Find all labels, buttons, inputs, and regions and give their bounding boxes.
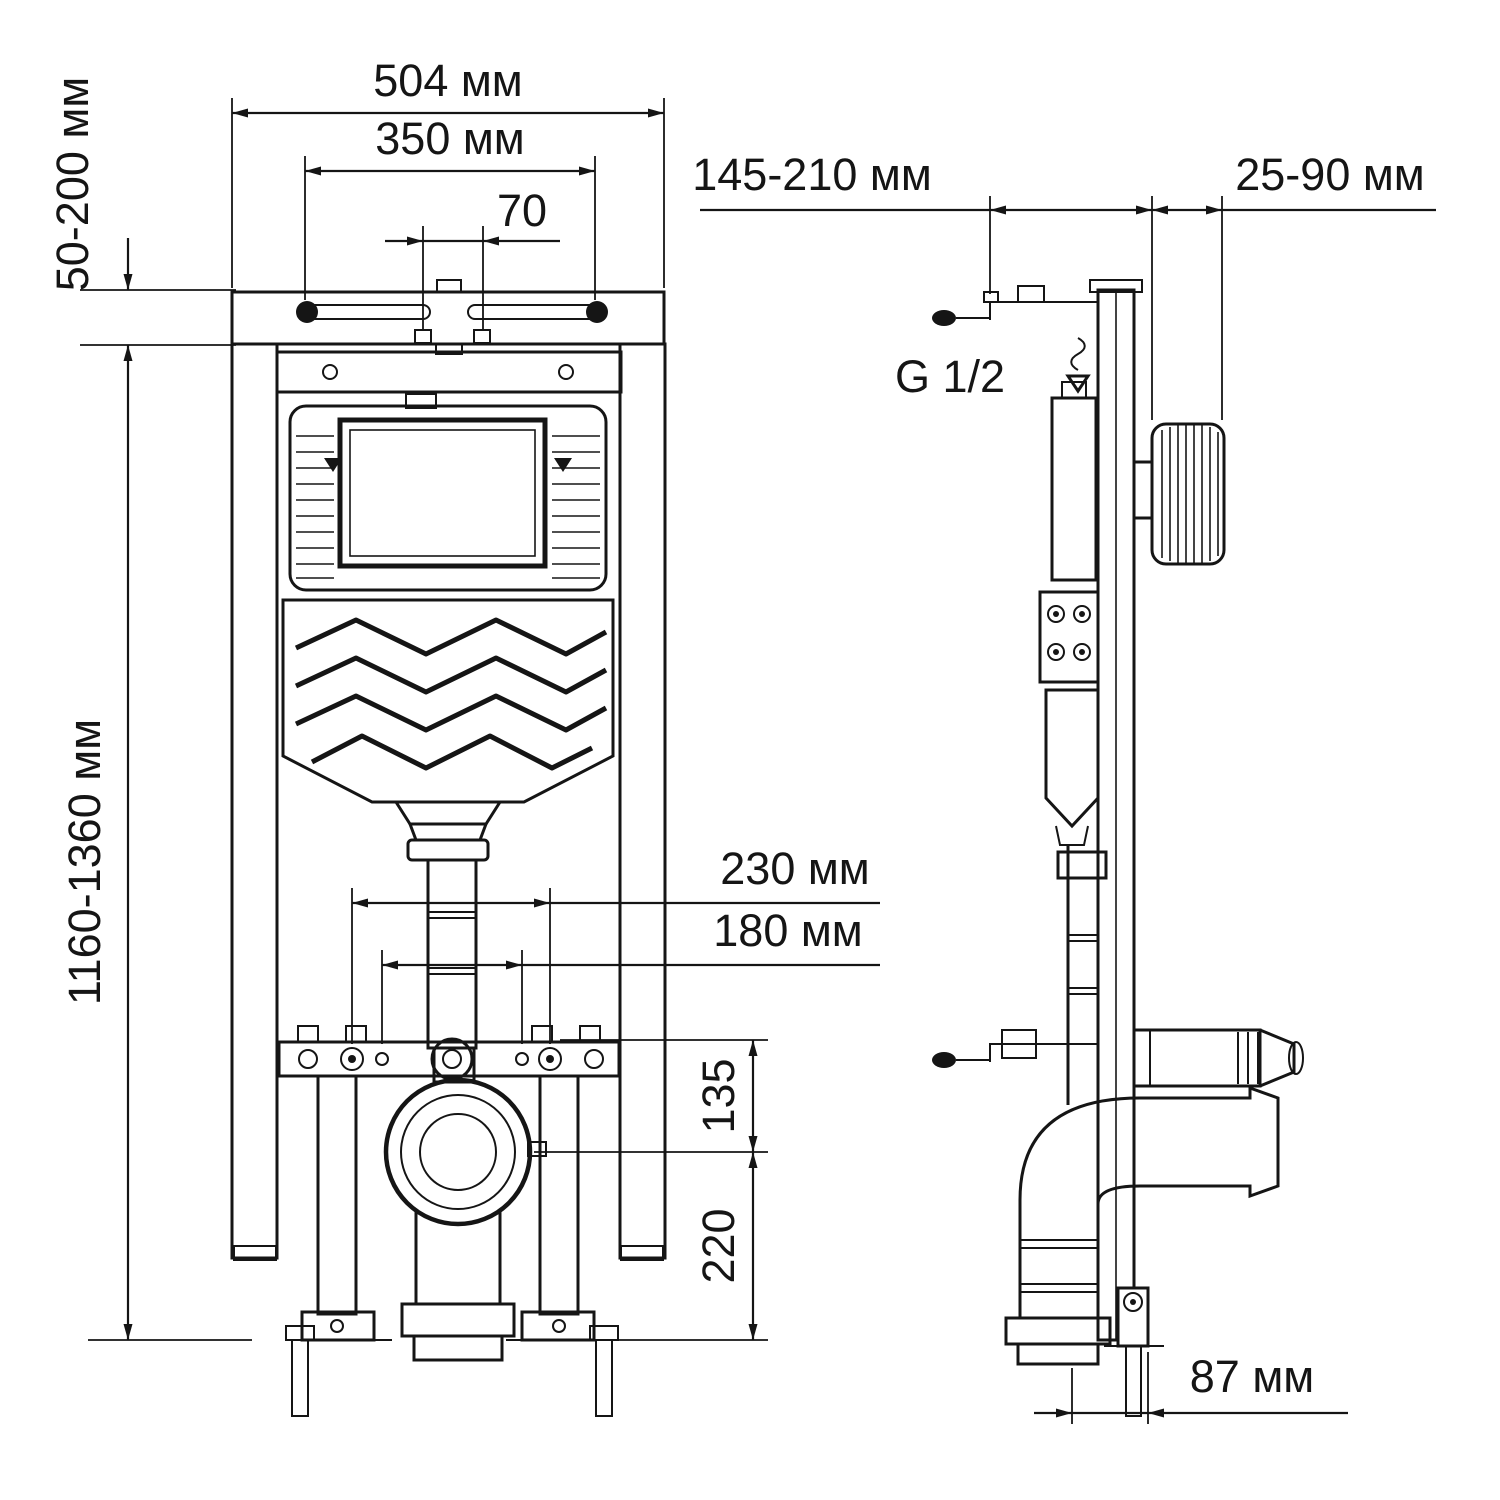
side-frame-plate — [1089, 279, 1143, 1342]
side-view — [932, 279, 1304, 1417]
dim-label-25-90: 25-90 мм — [1235, 149, 1424, 200]
dim-top-adjust-50-200: 50-200 мм — [47, 77, 236, 346]
marker-triangle-right — [554, 458, 572, 472]
drain-outlet-circle — [383, 1077, 533, 1227]
hanger-bolt-left — [296, 301, 318, 323]
upper-crossbar — [275, 343, 623, 394]
support-legs — [285, 1074, 619, 1417]
fixing-hole-outer-right — [538, 1047, 562, 1071]
side-flush-pipe — [1055, 825, 1108, 1105]
front-view — [230, 279, 667, 1417]
flush-button-housing — [1132, 422, 1226, 566]
dim-width-504: 504 мм — [231, 55, 665, 288]
dim-button-depth-25-90: 25-90 мм — [1152, 149, 1436, 420]
dim-label-145-210: 145-210 мм — [692, 149, 932, 200]
anchor-strip-left — [291, 1339, 309, 1417]
cistern-access-window — [337, 417, 548, 569]
flange-hatching — [296, 435, 600, 579]
dim-frame-height-1160-1360: 1160-1360 мм — [59, 345, 252, 1341]
leg-right — [538, 1074, 580, 1316]
dim-width-70: 70 — [385, 185, 560, 330]
dim-label-180: 180 мм — [713, 905, 862, 956]
knurl-hatching — [1161, 424, 1219, 564]
foot-right — [520, 1310, 596, 1342]
fixing-hole-outer-left — [340, 1047, 364, 1071]
fixing-hole-inner-left — [375, 1052, 389, 1066]
side-cistern — [1038, 381, 1100, 829]
water-inlet-top — [932, 285, 1098, 326]
lower-bracket — [277, 1025, 621, 1081]
hanger-bolt-right — [586, 301, 608, 323]
water-inlet-bottom — [932, 1029, 1098, 1068]
inlet-tap-icon — [932, 310, 956, 326]
mounting-slot-left — [299, 304, 431, 320]
inlet-thread-label: G 1/2 — [895, 351, 1005, 402]
pipe-coupling — [406, 838, 490, 862]
mounting-slot-right — [467, 304, 599, 320]
inlet-tap-icon-bottom — [932, 1052, 956, 1068]
cistern-flange — [288, 404, 608, 592]
plate-top-tab — [436, 279, 462, 293]
fixing-hole-inner-right — [515, 1052, 529, 1066]
water-squiggle-icon — [1070, 337, 1086, 371]
floor-anchor — [1104, 1286, 1164, 1417]
dim-label-1160-1360: 1160-1360 мм — [59, 719, 110, 1005]
dim-label-220: 220 — [693, 1208, 744, 1283]
dim-label-70: 70 — [497, 185, 547, 236]
drain-outlet — [383, 1077, 547, 1362]
frame-rails — [230, 342, 667, 1261]
dim-label-504: 504 мм — [373, 55, 522, 106]
dim-offset-87: 87 мм — [1034, 1351, 1348, 1424]
dim-height-220: 220 — [618, 1152, 768, 1341]
drain-elbow — [1004, 1085, 1280, 1366]
cistern-tank — [281, 598, 615, 804]
down-arrow-icon — [1065, 374, 1091, 394]
drain-flange — [400, 1302, 516, 1338]
dim-label-135: 135 — [693, 1058, 744, 1133]
leg-left — [316, 1074, 358, 1316]
rail-right — [618, 342, 667, 1260]
dim-width-350: 350 мм — [304, 113, 596, 300]
cistern — [281, 393, 615, 804]
dim-label-87: 87 мм — [1190, 1351, 1314, 1402]
dim-label-350: 350 мм — [375, 113, 524, 164]
rail-left — [230, 342, 279, 1260]
label-inlet-thread: G 1/2 — [895, 351, 1005, 402]
dim-height-135: 135 — [534, 1039, 768, 1153]
dim-label-230: 230 мм — [720, 843, 869, 894]
dim-span-180: 180 мм — [381, 905, 880, 1044]
anchor-bolt — [1125, 1345, 1142, 1417]
dimensions: 504 мм 350 мм 70 50-200 мм 1160-1360 мм — [47, 55, 1436, 1424]
inlet-flow-arrow — [1065, 337, 1091, 394]
flush-mechanism — [1038, 590, 1100, 684]
top-mounting-plate — [230, 279, 666, 346]
tank-wave-pattern — [294, 617, 608, 771]
elbow-flange — [1004, 1316, 1112, 1346]
center-fitting — [430, 1037, 474, 1081]
anchor-strip-right — [595, 1339, 613, 1417]
dim-depth-145-210: 145-210 мм — [692, 149, 1153, 420]
marker-triangle-left — [324, 458, 342, 472]
dim-label-50-200: 50-200 мм — [47, 77, 98, 292]
toilet-outlet-connector — [1132, 1028, 1304, 1088]
